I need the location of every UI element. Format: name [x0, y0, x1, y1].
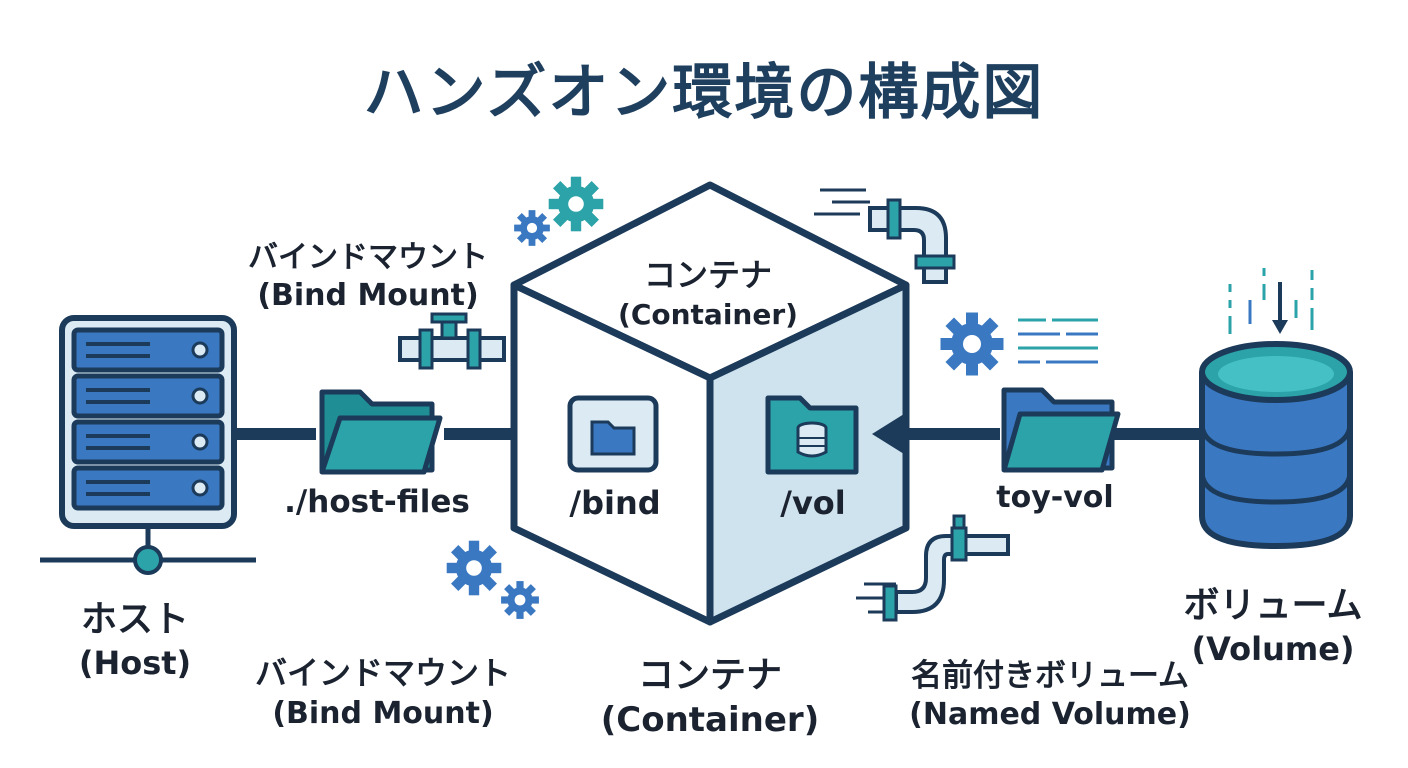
host-jp: ホスト — [80, 599, 189, 640]
host-files-folder-icon — [319, 389, 443, 475]
volume-arrow — [872, 414, 1000, 454]
vol-folder-icon — [765, 395, 859, 475]
volume-cylinder-icon — [1199, 341, 1353, 550]
named-volume-label: 名前付きボリューム (Named Volume) — [890, 650, 1210, 732]
gears-bottom-icon — [446, 540, 539, 619]
volume-en: (Volume) — [1191, 630, 1355, 668]
host-server-icon — [40, 315, 256, 575]
volume-label: ボリューム (Volume) — [1168, 576, 1378, 668]
data-flow-icon — [1228, 268, 1314, 334]
page-title: ハンズオン環境の構成図 — [363, 58, 1045, 128]
bind-mount-top-label: バインドマウント (Bind Mount) — [238, 232, 498, 313]
toy-vol-folder-icon — [1001, 387, 1121, 473]
named-volume-jp: 名前付きボリューム — [910, 658, 1190, 694]
host-files-label: ./host-files — [284, 484, 470, 520]
host-label: ホスト (Host) — [60, 590, 210, 682]
container-bottom-jp: コンテナ — [637, 655, 782, 696]
pipe-valve-icon — [398, 312, 506, 370]
bind-mount-bottom-label: バインドマウント (Bind Mount) — [248, 648, 518, 731]
container-bottom-en: (Container) — [600, 700, 820, 740]
container-top-en: (Container) — [618, 298, 798, 331]
host-en: (Host) — [78, 644, 192, 682]
bind-mount-bottom-jp: バインドマウント — [254, 654, 511, 692]
bind-mount-top-jp: バインドマウント — [248, 240, 488, 275]
pipe-elbow-icon — [814, 188, 956, 284]
volume-jp: ボリューム — [1183, 585, 1363, 626]
gear-data-icon — [940, 312, 1098, 376]
container-top-label: コンテナ (Container) — [608, 250, 808, 331]
container-top-jp: コンテナ — [643, 256, 772, 294]
bind-path-label: /bind — [569, 484, 661, 522]
container-bottom-label: コンテナ (Container) — [594, 646, 826, 740]
toy-vol-label: toy-vol — [996, 480, 1114, 515]
bind-folder-icon — [567, 395, 659, 473]
bind-mount-bottom-en: (Bind Mount) — [272, 696, 494, 731]
gears-top-icon — [514, 176, 604, 246]
pipe-tap-icon — [856, 514, 1010, 622]
vol-path-label: /vol — [780, 484, 846, 522]
named-volume-en: (Named Volume) — [909, 697, 1191, 732]
bind-mount-top-en: (Bind Mount) — [257, 278, 479, 313]
